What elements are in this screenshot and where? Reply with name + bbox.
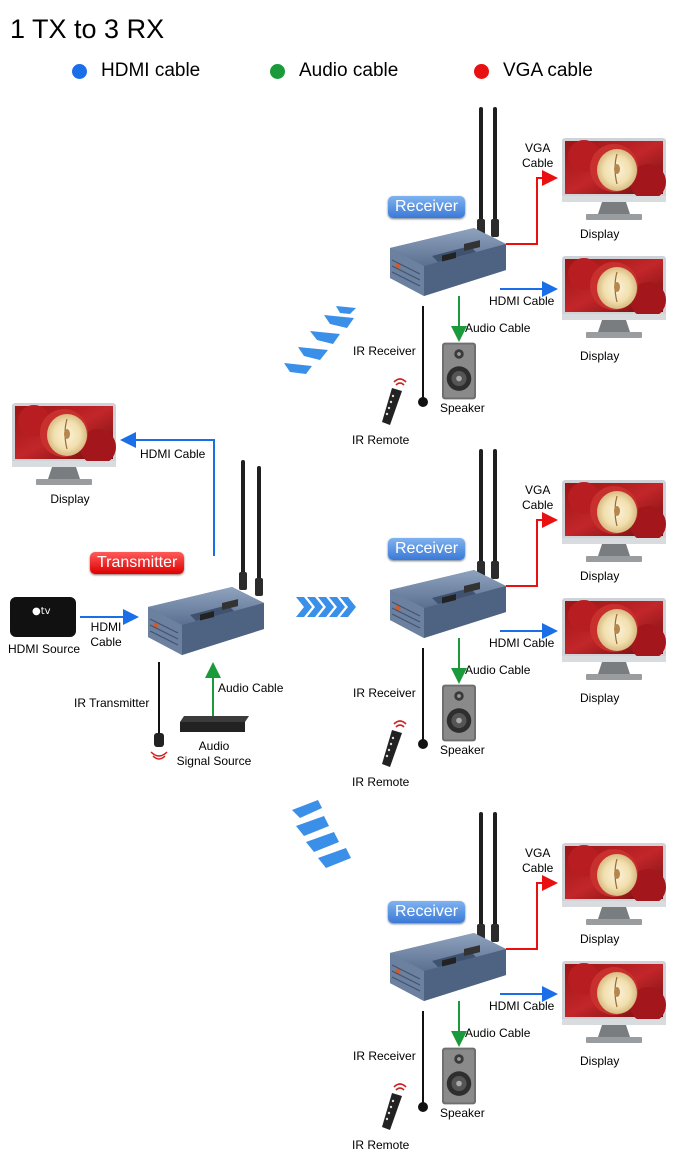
- hdmi-source-label: HDMI Source: [8, 642, 81, 656]
- rx-speaker-label: Speaker: [440, 743, 485, 757]
- receiver-group: [381, 449, 666, 768]
- wireless-waves-down-icon: [292, 800, 351, 868]
- legend-audio-label: Audio cable: [299, 60, 399, 81]
- receiver-device-icon: [389, 569, 507, 639]
- audio-source-label: Audio Signal Source: [176, 739, 252, 768]
- rx-ir-remote-label: IR Remote: [352, 1138, 410, 1152]
- rx-antenna-icon: [491, 107, 499, 237]
- rx-antenna-icon: [491, 449, 499, 579]
- rx-ir-receiver-label: IR Receiver: [353, 1049, 416, 1063]
- ir-remote-icon: [381, 378, 407, 426]
- speaker-icon: [442, 1047, 476, 1105]
- transmitter-group: ●tv: [10, 306, 356, 868]
- ir-receiver-eye-icon: [418, 1102, 428, 1112]
- audio-source-icon: [180, 716, 249, 732]
- tx-display-label: Display: [50, 492, 90, 506]
- legend-vga-label: VGA cable: [503, 60, 593, 81]
- diagram-title: 1 TX to 3 RX: [10, 14, 165, 44]
- rx-vga-display-label: Display: [580, 227, 620, 241]
- legend-vga: VGA cable: [474, 60, 593, 82]
- rx-hdmi-display-icon: [562, 961, 666, 1044]
- wireless-chevrons-icon: [296, 597, 356, 617]
- tx-hdmi-out-line: [120, 432, 215, 556]
- rx-antenna-icon: [477, 107, 485, 237]
- ir-transmitter-icon: [150, 733, 168, 760]
- receiver-device-icon: [389, 227, 507, 297]
- rx-hdmi-display-icon: [562, 256, 666, 339]
- tx-display-icon: [12, 403, 116, 486]
- rx-ir-receiver-label: IR Receiver: [353, 686, 416, 700]
- rx-hdmi-display-label: Display: [580, 349, 620, 363]
- rx-audio-cable-label: Audio Cable: [465, 321, 531, 335]
- receiver-badge: Receiver: [388, 538, 466, 560]
- rx-hdmi-display-label: Display: [580, 1054, 620, 1068]
- rx-vga-line: [506, 170, 558, 245]
- rx-vga-display-icon: [562, 843, 666, 926]
- hdmi-dot-icon: [72, 63, 87, 79]
- rx-ir-remote-label: IR Remote: [352, 433, 410, 447]
- receivers-layer: [381, 107, 666, 1131]
- rx-antenna-icon: [477, 812, 485, 942]
- tx-antenna-icon: [255, 466, 263, 596]
- rx-vga-display-label: Display: [580, 932, 620, 946]
- vga-dot-icon: [474, 63, 489, 79]
- ir-remote-icon: [381, 720, 407, 768]
- rx-vga-cable-label: VGA Cable: [522, 846, 554, 875]
- rx-antenna-icon: [491, 812, 499, 942]
- legend-hdmi: HDMI cable: [72, 60, 200, 82]
- transmitter-badge: Transmitter: [90, 552, 185, 574]
- tx-hdmi-in-label: HDMI Cable: [90, 620, 122, 649]
- wireless-waves-up-icon: [284, 306, 356, 374]
- rx-audio-cable-label: Audio Cable: [465, 1026, 531, 1040]
- receiver-badge: Receiver: [388, 901, 466, 923]
- rx-hdmi-display-icon: [562, 598, 666, 681]
- rx-hdmi-cable-label: HDMI Cable: [489, 294, 555, 308]
- rx-vga-cable-label: VGA Cable: [522, 141, 554, 170]
- rx-speaker-label: Speaker: [440, 401, 485, 415]
- rx-vga-display-icon: [562, 138, 666, 221]
- rx-antenna-icon: [477, 449, 485, 579]
- rx-hdmi-cable-label: HDMI Cable: [489, 636, 555, 650]
- rx-hdmi-display-label: Display: [580, 691, 620, 705]
- rx-vga-line: [506, 875, 558, 950]
- ir-remote-icon: [381, 1083, 407, 1131]
- rx-speaker-label: Speaker: [440, 1106, 485, 1120]
- ir-receiver-eye-icon: [418, 397, 428, 407]
- ir-transmitter-label: IR Transmitter: [74, 696, 150, 710]
- legend-audio: Audio cable: [270, 60, 398, 82]
- receiver-device-icon: [389, 932, 507, 1002]
- legend-hdmi-label: HDMI cable: [101, 60, 201, 81]
- rx-vga-cable-label: VGA Cable: [522, 483, 554, 512]
- tx-antenna-icon: [239, 460, 247, 590]
- audio-dot-icon: [270, 63, 285, 79]
- ir-receiver-eye-icon: [418, 739, 428, 749]
- hdmi-source-icon: ●tv: [10, 597, 76, 637]
- tx-audio-cable-label: Audio Cable: [218, 681, 284, 695]
- rx-vga-line: [506, 512, 558, 587]
- rx-audio-cable-label: Audio Cable: [465, 663, 531, 677]
- svg-text:●tv: ●tv: [32, 606, 51, 617]
- transmitter-device-icon: [147, 586, 265, 656]
- receiver-group: [381, 107, 666, 426]
- rx-ir-receiver-label: IR Receiver: [353, 344, 416, 358]
- receiver-group: [381, 812, 666, 1131]
- tx-hdmi-cable-label: HDMI Cable: [140, 447, 206, 461]
- rx-hdmi-cable-label: HDMI Cable: [489, 999, 555, 1013]
- rx-vga-display-icon: [562, 480, 666, 563]
- rx-ir-remote-label: IR Remote: [352, 775, 410, 789]
- speaker-icon: [442, 342, 476, 400]
- receiver-badge: Receiver: [388, 196, 466, 218]
- rx-vga-display-label: Display: [580, 569, 620, 583]
- speaker-icon: [442, 684, 476, 742]
